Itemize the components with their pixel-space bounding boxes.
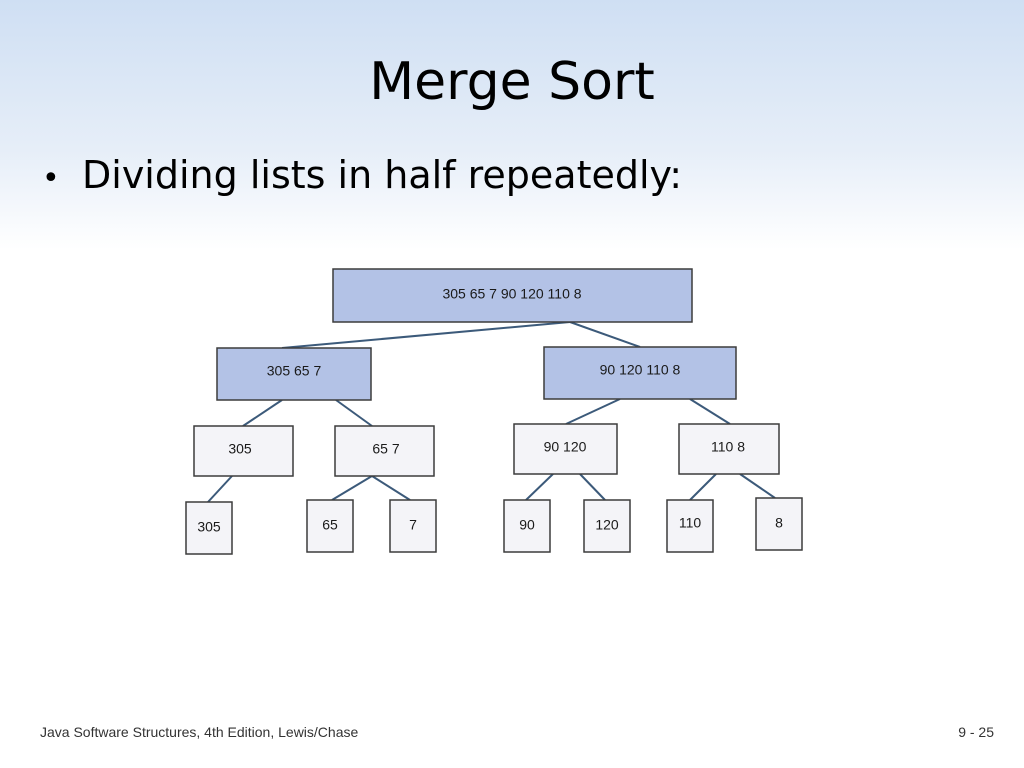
tree-node-level1-right: 90 120 110 8: [543, 346, 737, 400]
slide-title: Merge Sort: [369, 52, 655, 112]
node-label: 110: [679, 515, 702, 531]
tree-node-level1-left: 305 65 7: [216, 347, 372, 401]
tree-node-level2: 90 120: [513, 423, 618, 475]
node-label: 305: [197, 519, 221, 535]
bullet-dot-icon: •: [42, 161, 60, 196]
slide-number: 9 - 25: [958, 724, 994, 740]
tree-node-level2: 305: [193, 425, 294, 477]
node-label: 90: [519, 517, 535, 533]
tree-edge: [739, 473, 776, 499]
tree-edge: [242, 399, 283, 427]
tree-edge: [371, 475, 411, 501]
tree-edge: [331, 475, 373, 501]
tree-edge: [525, 473, 554, 501]
node-label: 120: [595, 517, 619, 533]
tree-edge: [689, 473, 717, 501]
node-label: 7: [409, 517, 417, 533]
tree-edge: [569, 321, 641, 348]
tree-node-root: 305 65 7 90 120 110 8: [332, 268, 693, 323]
node-label: 90 120 110 8: [600, 362, 681, 378]
node-label: 305 65 7 90 120 110 8: [442, 286, 581, 302]
tree-leaf: 305: [185, 501, 233, 555]
tree-edge: [207, 475, 233, 503]
tree-edge: [281, 321, 571, 349]
node-label: 90 120: [544, 439, 587, 455]
node-label: 65: [322, 517, 338, 533]
bullet-text: Dividing lists in half repeatedly:: [82, 153, 683, 197]
bullet-item: • Dividing lists in half repeatedly:: [42, 150, 682, 204]
tree-leaf: 7: [389, 499, 437, 553]
tree-edge: [689, 398, 731, 425]
node-label: 305: [228, 441, 252, 457]
tree-node-level2: 65 7: [334, 425, 435, 477]
tree-leaf: 90: [503, 499, 551, 553]
tree-leaf: 110: [666, 499, 714, 553]
tree-edge: [579, 473, 606, 501]
node-label: 305 65 7: [267, 363, 322, 379]
node-label: 110 8: [711, 439, 745, 455]
tree-edge: [335, 399, 373, 427]
tree-node-level2: 110 8: [678, 423, 780, 475]
node-label: 65 7: [372, 441, 399, 457]
tree-edge: [565, 398, 621, 425]
tree-leaf: 120: [583, 499, 631, 553]
tree-leaf: 65: [306, 499, 354, 553]
node-label: 8: [775, 515, 783, 531]
footer-citation: Java Software Structures, 4th Edition, L…: [40, 724, 359, 740]
tree-leaf: 8: [755, 497, 803, 551]
